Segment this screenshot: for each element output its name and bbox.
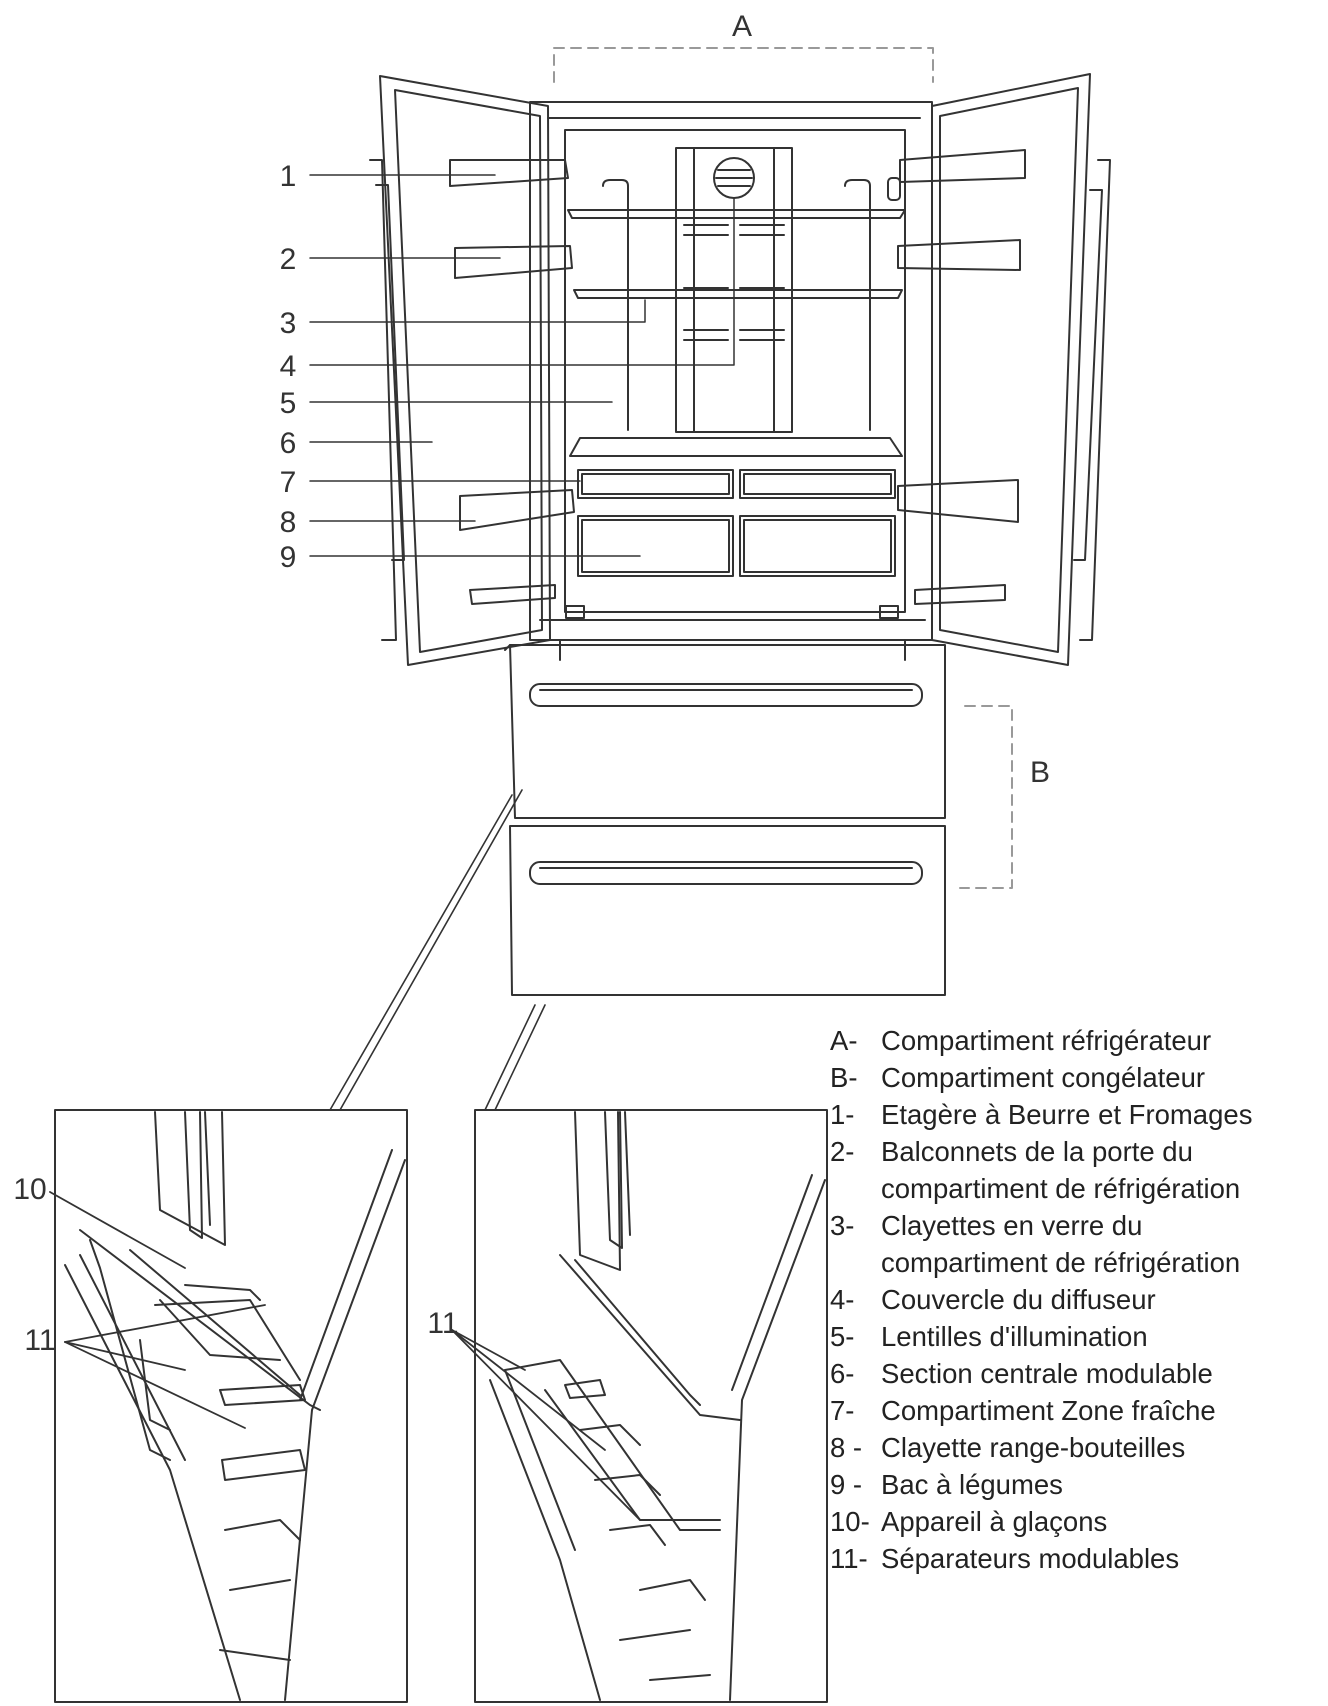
legend-line: Couvercle du diffuseur — [881, 1284, 1156, 1315]
legend-text: Compartiment réfrigérateur — [881, 1022, 1211, 1059]
inset-freezer-drawer — [474, 1109, 828, 1703]
legend-text: Couvercle du diffuseur — [881, 1281, 1156, 1318]
callout-b: B — [1030, 756, 1050, 789]
legend-text: Section centrale modulable — [881, 1355, 1213, 1392]
zoom-connectors — [329, 789, 546, 1111]
legend-line: Appareil à glaçons — [881, 1506, 1108, 1537]
legend-key: B- — [830, 1062, 858, 1093]
legend-item: 5- Lentilles d'illumination — [830, 1318, 1325, 1355]
crisper-compartments — [569, 437, 903, 577]
inset-right-drawing — [489, 1111, 826, 1701]
legend-item: 10- Appareil à glaçons — [830, 1503, 1325, 1540]
callout-11-left: 11 — [24, 1324, 55, 1357]
legend-item: 2- Balconnets de la porte du compartiment … — [830, 1133, 1325, 1207]
legend-text: Appareil à glaçons — [881, 1503, 1107, 1540]
left-door — [369, 75, 575, 666]
legend-line: Compartiment réfrigérateur — [881, 1025, 1212, 1056]
callout-6: 6 — [280, 427, 297, 460]
legend-key: 11- — [830, 1543, 868, 1574]
legend-item: 4- Couvercle du diffuseur — [830, 1281, 1325, 1318]
legend-key: 7- — [830, 1395, 855, 1426]
legend-item: 1- Etagère à Beurre et Fromages — [830, 1096, 1325, 1133]
legend-line: Balconnets de la porte du — [881, 1136, 1193, 1167]
illumination-lenses — [602, 177, 901, 431]
legend-key: 2- — [830, 1136, 855, 1167]
legend-line: Section centrale modulable — [881, 1358, 1213, 1389]
callout-a: A — [732, 10, 752, 43]
legend-key: 8 - — [830, 1432, 863, 1463]
bracket-b — [959, 705, 1013, 889]
legend-line: Etagère à Beurre et Fromages — [881, 1099, 1253, 1130]
legend-line: Séparateurs modulables — [881, 1543, 1180, 1574]
callout-labels: A B 1 2 3 4 5 6 7 8 9 10 11 11 — [13, 10, 1050, 1357]
callout-8: 8 — [280, 506, 297, 539]
callout-1: 1 — [280, 160, 297, 193]
inset-leader-lines — [49, 1191, 641, 1521]
inset-left-drawing — [64, 1111, 406, 1701]
legend-key: A- — [830, 1025, 858, 1056]
legend-line: Compartiment congélateur — [881, 1062, 1206, 1093]
legend-item: 9 - Bac à légumes — [830, 1466, 1325, 1503]
leader-lines — [309, 174, 735, 557]
legend-text: Bac à légumes — [881, 1466, 1063, 1503]
legend-text: Lentilles d'illumination — [881, 1318, 1148, 1355]
legend-text: Clayettes en verre du compartiment de réf… — [881, 1207, 1240, 1281]
legend-item: 11- Séparateurs modulables — [830, 1540, 1325, 1577]
legend-line: Lentilles d'illumination — [881, 1321, 1148, 1352]
legend-line: Bac à légumes — [881, 1469, 1063, 1500]
legend-text: Séparateurs modulables — [881, 1540, 1179, 1577]
legend-text: Etagère à Beurre et Fromages — [881, 1096, 1252, 1133]
legend-item: A- Compartiment réfrigérateur — [830, 1022, 1325, 1059]
inset-ice-maker — [54, 1109, 408, 1703]
legend-text: Clayette range-bouteilles — [881, 1429, 1185, 1466]
legend-item: 6- Section centrale modulable — [830, 1355, 1325, 1392]
legend-line: Clayette range-bouteilles — [881, 1432, 1186, 1463]
legend-item: 7- Compartiment Zone fraîche — [830, 1392, 1325, 1429]
callout-7: 7 — [280, 466, 297, 499]
callout-11-right: 11 — [427, 1307, 458, 1340]
callout-4: 4 — [280, 350, 297, 383]
freezer-drawers — [504, 644, 946, 996]
right-door — [897, 73, 1111, 666]
legend-line: compartiment de réfrigération — [881, 1173, 1241, 1204]
legend-line: compartiment de réfrigération — [881, 1247, 1241, 1278]
callout-2: 2 — [280, 243, 297, 276]
legend-item: 3- Clayettes en verre du compartiment de r… — [830, 1207, 1325, 1281]
legend-key: 4- — [830, 1284, 855, 1315]
legend-key: 9 - — [830, 1469, 863, 1500]
legend-line: Clayettes en verre du — [881, 1210, 1143, 1241]
glass-shelves — [567, 209, 906, 299]
callout-5: 5 — [280, 387, 297, 420]
legend-text: Compartiment Zone fraîche — [881, 1392, 1216, 1429]
legend-key: 10- — [830, 1506, 870, 1537]
bracket-a — [553, 47, 934, 83]
callout-10: 10 — [13, 1173, 46, 1206]
callout-9: 9 — [280, 541, 297, 574]
legend-key: 1- — [830, 1099, 855, 1130]
legend-item: B- Compartiment congélateur — [830, 1059, 1325, 1096]
legend-key: 3- — [830, 1210, 855, 1241]
callout-3: 3 — [280, 307, 297, 340]
legend-key: 5- — [830, 1321, 855, 1352]
legend-line: Compartiment Zone fraîche — [881, 1395, 1216, 1426]
legend-key: 6- — [830, 1358, 855, 1389]
legend-item: 8 - Clayette range-bouteilles — [830, 1429, 1325, 1466]
legend-text: Balconnets de la porte du compartiment de… — [881, 1133, 1240, 1207]
legend-text: Compartiment congélateur — [881, 1059, 1205, 1096]
